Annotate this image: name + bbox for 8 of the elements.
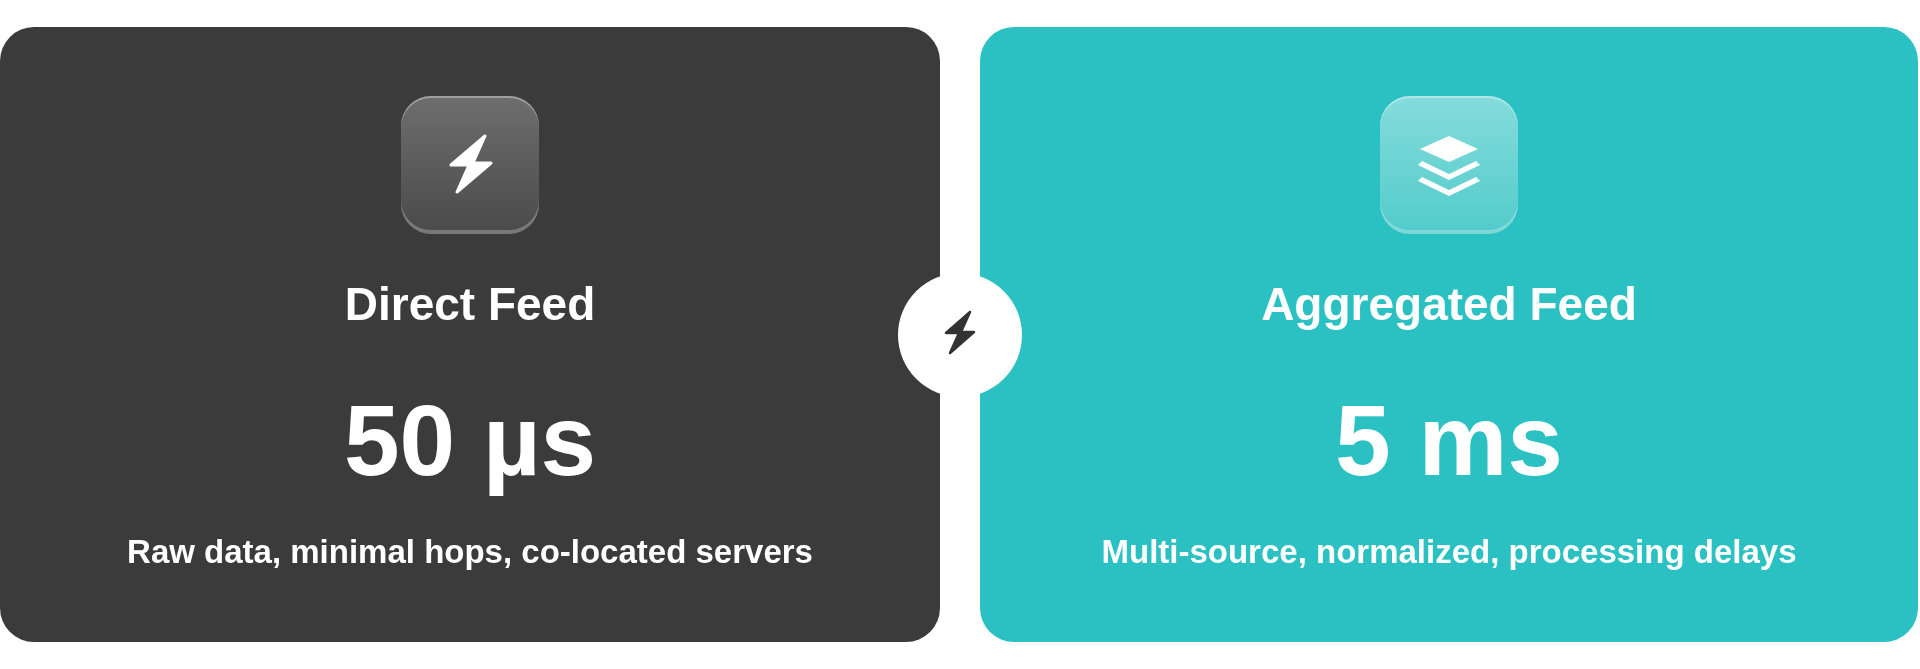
card-title: Direct Feed [343,277,597,331]
card-title: Aggregated Feed [1260,277,1638,331]
latency-value: 5 ms [1334,385,1564,495]
feed-card [980,27,1918,642]
card-description: Raw data, minimal hops, co-located servers [126,533,814,571]
feed-card [0,27,940,642]
latency-value: 50 µs [342,385,598,495]
card-description: Multi-source, normalized, processing delays [1100,533,1798,571]
